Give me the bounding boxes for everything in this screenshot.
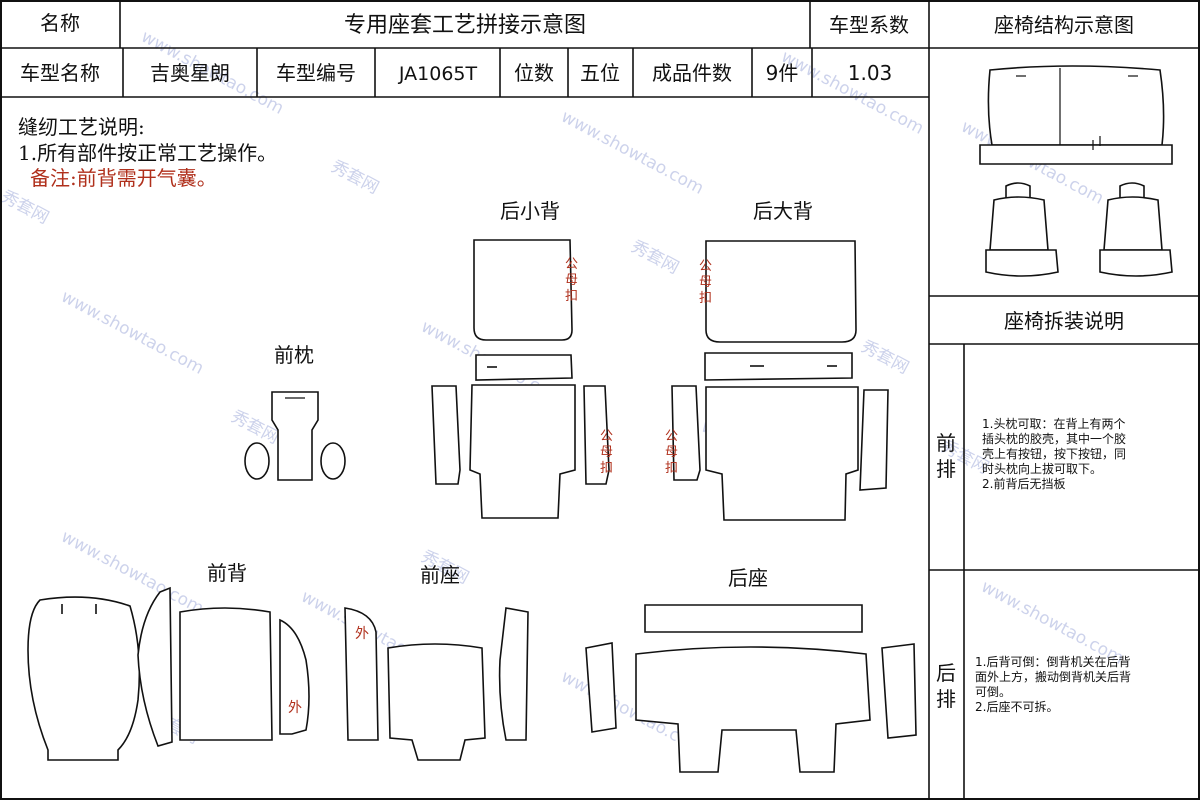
part-title-front-headrest: 前枕 <box>274 343 314 367</box>
svg-text:母: 母 <box>665 445 678 460</box>
seats-value: 五位 <box>580 61 620 85</box>
snap-mark: 公 母 扣 <box>565 257 578 304</box>
model-no-value: JA1065T <box>398 63 478 85</box>
front-back-pieces: 外 <box>27 586 310 761</box>
front-row-note: 时头枕向上拔可取下。 <box>982 461 1102 476</box>
svg-text:扣: 扣 <box>699 291 712 306</box>
snap-mark: 公 母 扣 <box>600 429 613 476</box>
model-no-label: 车型编号 <box>276 61 356 85</box>
coef-value: 1.03 <box>848 61 893 85</box>
watermark-brand: 秀套网 <box>628 237 682 279</box>
watermark-text: www.showtao.com <box>558 107 707 199</box>
rear-row-note: 面外上方，搬动倒背机关后背 <box>975 669 1131 684</box>
part-title-rear-big-back: 后大背 <box>753 199 813 223</box>
sewing-notes-item: 1.所有部件按正常工艺操作。 <box>18 141 277 165</box>
rear-row-note: 可倒。 <box>975 685 1011 699</box>
sewing-notes-remark: 备注:前背需开气囊。 <box>30 166 217 190</box>
front-row-note: 1.头枕可取：在背上有两个 <box>982 416 1125 431</box>
svg-text:母: 母 <box>699 275 712 290</box>
rear-row-note: 2.后座不可拆。 <box>975 699 1058 714</box>
watermark-brand: 秀套网 <box>858 337 912 379</box>
model-name-label: 车型名称 <box>20 61 100 85</box>
rear-row-label: 排 <box>936 687 956 711</box>
rear-row-label: 后 <box>936 661 956 685</box>
structure-title: 座椅结构示意图 <box>994 13 1134 37</box>
front-row-label: 排 <box>936 457 956 481</box>
rear-seat-pieces <box>585 604 917 773</box>
pieces-value: 9件 <box>766 61 799 85</box>
svg-text:母: 母 <box>600 445 613 460</box>
outer-mark: 外 <box>288 700 302 716</box>
part-title-front-back: 前背 <box>207 561 247 585</box>
svg-text:扣: 扣 <box>600 461 613 476</box>
front-row-note: 2.前背后无挡板 <box>982 476 1065 491</box>
watermark-brand: 秀套网 <box>0 187 52 229</box>
snap-mark: 公 母 扣 <box>699 259 712 306</box>
front-headrest-pieces <box>244 391 346 481</box>
install-title: 座椅拆装说明 <box>1004 309 1124 333</box>
page-title: 专用座套工艺拼接示意图 <box>344 13 586 38</box>
watermark-brand: 秀套网 <box>328 157 382 199</box>
part-title-front-seat: 前座 <box>420 563 460 587</box>
outer-mark: 外 <box>355 626 369 642</box>
model-name-value: 吉奥星朗 <box>150 61 230 85</box>
svg-text:扣: 扣 <box>665 461 678 476</box>
svg-text:公: 公 <box>565 257 578 272</box>
front-seat-pieces: 外 <box>344 607 529 761</box>
svg-text:公: 公 <box>665 429 678 444</box>
part-title-rear-small-back: 后小背 <box>500 199 560 223</box>
svg-text:公: 公 <box>699 259 712 274</box>
rear-row-note: 1.后背可倒：倒背机关在后背 <box>975 655 1130 669</box>
rear-small-back-pieces <box>431 239 610 519</box>
pieces-label: 成品件数 <box>652 61 732 85</box>
svg-text:扣: 扣 <box>565 289 578 304</box>
svg-text:母: 母 <box>565 273 578 288</box>
rear-big-back-pieces <box>671 240 889 521</box>
seat-structure-diagram <box>979 65 1173 277</box>
part-title-rear-seat: 后座 <box>728 566 768 590</box>
svg-text:公: 公 <box>600 429 613 444</box>
seats-label: 位数 <box>514 61 554 85</box>
watermark-text: www.showtao.com <box>58 287 207 379</box>
coef-label: 车型系数 <box>829 13 909 37</box>
snap-mark: 公 母 扣 <box>665 429 678 476</box>
front-row-note: 壳上有按钮，按下按钮，同 <box>982 446 1126 461</box>
name-label: 名称 <box>40 11 80 35</box>
front-row-note: 插头枕的胶壳，其中一个胶 <box>982 431 1126 446</box>
sewing-notes-title: 缝纫工艺说明: <box>18 115 145 139</box>
front-row-label: 前 <box>936 431 956 455</box>
